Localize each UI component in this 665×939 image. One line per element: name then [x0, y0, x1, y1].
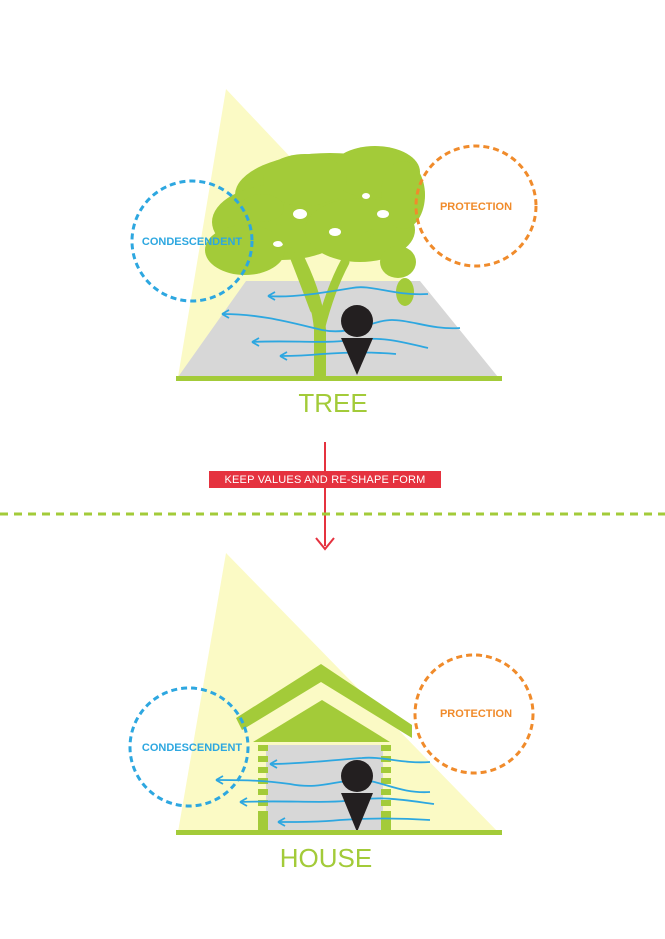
- tree-protection-circle: [414, 144, 538, 268]
- tree-ground-line: [176, 376, 502, 381]
- house-condescendent-label: CONDESCENDENT: [142, 742, 243, 754]
- house-roof: [236, 664, 412, 738]
- house-protection-circle: [413, 653, 535, 775]
- house-gable: [253, 700, 390, 742]
- transition-banner-text: KEEP VALUES AND RE-SHAPE FORM: [224, 474, 425, 486]
- house-person-icon: [341, 760, 373, 832]
- house-section: CONDESCENDENT PROTECTION HOUSE: [128, 553, 535, 873]
- tree-canopy: [205, 146, 425, 306]
- tree-canopy-gaps: [273, 193, 389, 247]
- tree-title: TREE: [298, 388, 367, 418]
- tree-condescendent-circle: [130, 179, 254, 303]
- tree-section: CONDESCENDENT PROTECTION TREE: [130, 89, 538, 418]
- tree-shade-floor: [178, 281, 498, 377]
- transition-section: KEEP VALUES AND RE-SHAPE FORM: [0, 442, 665, 551]
- house-protection-label: PROTECTION: [440, 708, 512, 720]
- house-condescendent-circle: [128, 686, 250, 808]
- tree-person-icon: [341, 305, 373, 375]
- arrow-head: [315, 537, 335, 551]
- tree-trunk: [272, 224, 375, 381]
- house-wind-arrows: [215, 756, 435, 827]
- house-ground-line: [176, 830, 502, 835]
- transition-banner: [209, 471, 441, 488]
- tree-condescendent-label: CONDESCENDENT: [142, 236, 243, 248]
- tree-protection-label: PROTECTION: [440, 201, 512, 213]
- house-title: HOUSE: [280, 843, 372, 873]
